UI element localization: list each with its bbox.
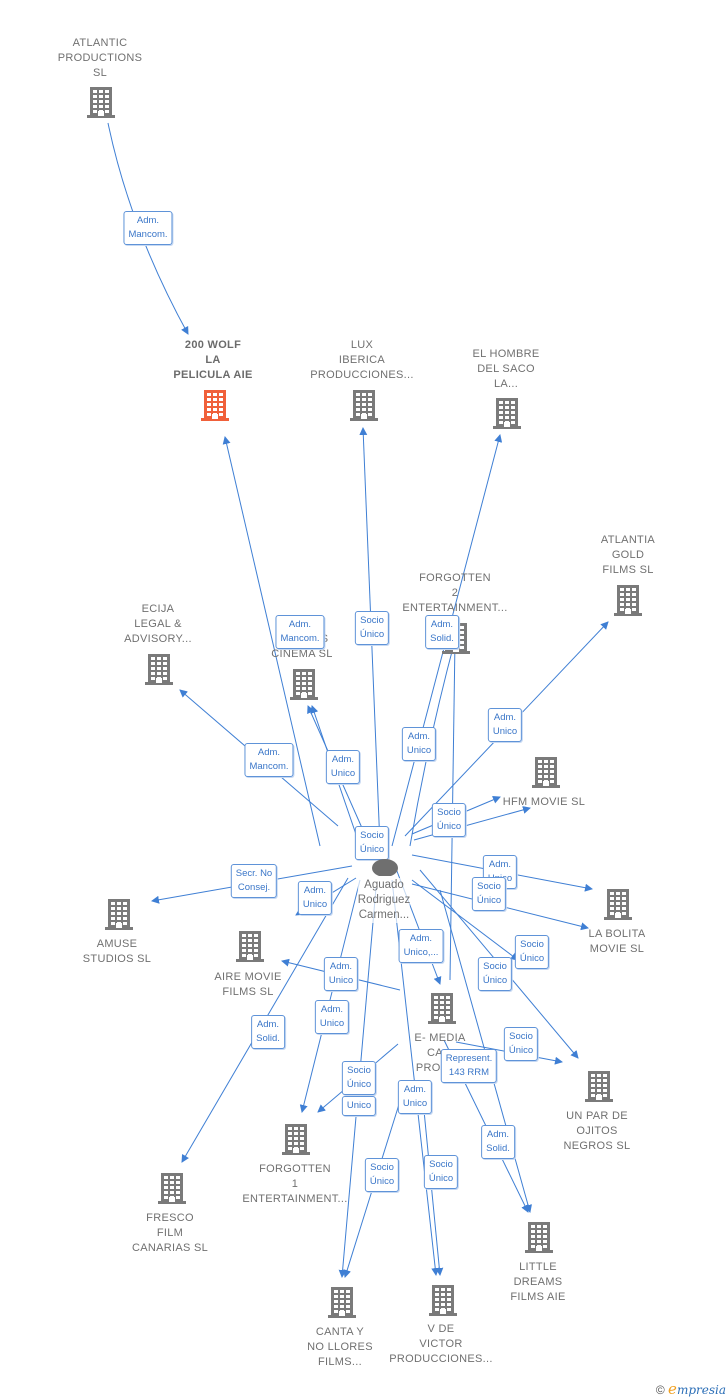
relation-label-r17[interactable]: Adm. Unico (323, 957, 359, 991)
company-node-ecija[interactable] (144, 652, 174, 691)
building-icon (236, 931, 264, 962)
company-node-hfm[interactable] (531, 755, 561, 794)
relation-label-r19[interactable]: Adm. Solid. (251, 1015, 285, 1049)
company-node-forgotten1[interactable] (281, 1122, 311, 1161)
company-node-labolita[interactable] (603, 887, 633, 926)
building-icon (290, 669, 318, 700)
company-label-forgotten2[interactable]: FORGOTTEN 2 ENTERTAINMENT... (402, 572, 508, 614)
company-node-lux[interactable] (349, 388, 379, 427)
company-node-canta[interactable] (327, 1285, 357, 1324)
company-label-canta[interactable]: CANTA Y NO LLORES FILMS... (307, 1326, 373, 1368)
relation-edge (391, 879, 440, 1276)
company-label-victor[interactable]: V DE VICTOR PRODUCCIONES... (389, 1323, 493, 1365)
company-node-emedia[interactable] (427, 991, 457, 1030)
footer: © empresia (656, 1380, 726, 1398)
company-node-victor[interactable] (428, 1283, 458, 1322)
company-label-aire[interactable]: AIRE MOVIE FILMS SL (214, 971, 282, 998)
company-node-atlantia[interactable] (613, 583, 643, 622)
building-icon (532, 757, 560, 788)
relation-label-r6[interactable]: Adm. Unico (325, 750, 361, 784)
company-node-little[interactable] (524, 1220, 554, 1259)
relation-label-r15[interactable]: Adm. Unico,... (398, 929, 444, 963)
company-node-unpar[interactable] (584, 1069, 614, 1108)
relation-edge (222, 436, 321, 847)
relation-label-r5[interactable]: Adm. Mancom. (244, 743, 294, 777)
relation-label-r9[interactable]: Socio Único (354, 826, 390, 860)
company-node-hombre[interactable] (492, 396, 522, 435)
company-label-atlantic[interactable]: ATLANTIC PRODUCTIONS SL (57, 37, 143, 79)
building-icon (604, 889, 632, 920)
relation-label-r20[interactable]: Adm. Unico (314, 1000, 350, 1034)
company-label-wolf[interactable]: 200 WOLF LA PELICULA AIE (173, 339, 253, 381)
relation-label-r21[interactable]: Socio Único (503, 1027, 539, 1061)
relation-label-r18[interactable]: Socio Único (477, 957, 513, 991)
company-node-prodcinema[interactable] (289, 667, 319, 706)
building-icon (105, 899, 133, 930)
company-node-atlantic[interactable] (86, 85, 116, 124)
company-label-amuse[interactable]: AMUSE STUDIOS SL (82, 938, 152, 965)
company-label-unpar[interactable]: UN PAR DE OJITOS NEGROS SL (563, 1110, 631, 1152)
company-label-hombre[interactable]: EL HOMBRE DEL SACO LA... (472, 348, 540, 390)
relation-label-r22[interactable]: Represent. 143 RRM (440, 1049, 498, 1083)
building-icon (282, 1124, 310, 1155)
building-icon (493, 398, 521, 429)
relation-edge (299, 879, 361, 1113)
building-icon (328, 1287, 356, 1318)
company-label-little[interactable]: LITTLE DREAMS FILMS AIE (510, 1261, 566, 1303)
relation-label-r3[interactable]: Socio Único (354, 611, 390, 645)
relation-label-r14[interactable]: Adm. Unico (297, 881, 333, 915)
person-label: Aguado Rodriguez Carmen... (357, 878, 411, 923)
company-node-amuse[interactable] (104, 897, 134, 936)
company-label-fresco[interactable]: FRESCO FILM CANARIAS SL (131, 1212, 209, 1254)
relation-label-r1[interactable]: Adm. Mancom. (123, 211, 173, 245)
building-icon (525, 1222, 553, 1253)
company-label-labolita[interactable]: LA BOLITA MOVIE SL (588, 928, 646, 955)
building-icon (350, 390, 378, 421)
building-icon (145, 654, 173, 685)
relation-label-r8[interactable]: Adm. Unico (487, 708, 523, 742)
relation-label-r26[interactable]: Adm. Solid. (481, 1125, 515, 1159)
company-label-forgotten1[interactable]: FORGOTTEN 1 ENTERTAINMENT... (242, 1163, 348, 1205)
relation-label-r12[interactable]: Socio Único (471, 877, 507, 911)
relation-label-r4[interactable]: Adm. Solid. (425, 615, 459, 649)
person-icon (372, 859, 398, 877)
company-label-lux[interactable]: LUX IBERICA PRODUCCIONES... (310, 339, 414, 381)
building-icon (428, 993, 456, 1024)
brand-logo[interactable]: empresia (668, 1380, 726, 1398)
relation-label-r25[interactable]: Adm. Unico (397, 1080, 433, 1114)
relation-label-r10[interactable]: Socio Único (431, 803, 467, 837)
relation-label-r7[interactable]: Adm. Unico (401, 727, 437, 761)
relation-label-r28[interactable]: Socio Único (423, 1155, 459, 1189)
relation-label-r13[interactable]: Secr. No Consej. (230, 864, 278, 898)
building-icon (429, 1285, 457, 1316)
relation-label-r24[interactable]: Unico (341, 1096, 377, 1116)
building-icon (614, 585, 642, 616)
company-label-hfm[interactable]: HFM MOVIE SL (502, 796, 586, 808)
relation-label-r16[interactable]: Socio Único (514, 935, 550, 969)
building-icon (158, 1173, 186, 1204)
relation-label-r23[interactable]: Socio Único (341, 1061, 377, 1095)
company-node-aire[interactable] (235, 929, 265, 968)
relation-edge (413, 806, 531, 841)
relation-edge (411, 879, 519, 961)
company-node-wolf[interactable] (200, 388, 230, 427)
building-icon (87, 87, 115, 118)
company-label-ecija[interactable]: ECIJA LEGAL & ADVISORY... (124, 603, 192, 645)
copyright-symbol: © (655, 1383, 665, 1397)
person-node[interactable] (370, 856, 400, 877)
company-node-fresco[interactable] (157, 1171, 187, 1210)
relation-label-r27[interactable]: Socio Único (364, 1158, 400, 1192)
building-icon (201, 390, 229, 421)
company-label-atlantia[interactable]: ATLANTIA GOLD FILMS SL (600, 534, 656, 576)
building-icon (585, 1071, 613, 1102)
relation-label-r2[interactable]: Adm. Mancom. (275, 615, 325, 649)
